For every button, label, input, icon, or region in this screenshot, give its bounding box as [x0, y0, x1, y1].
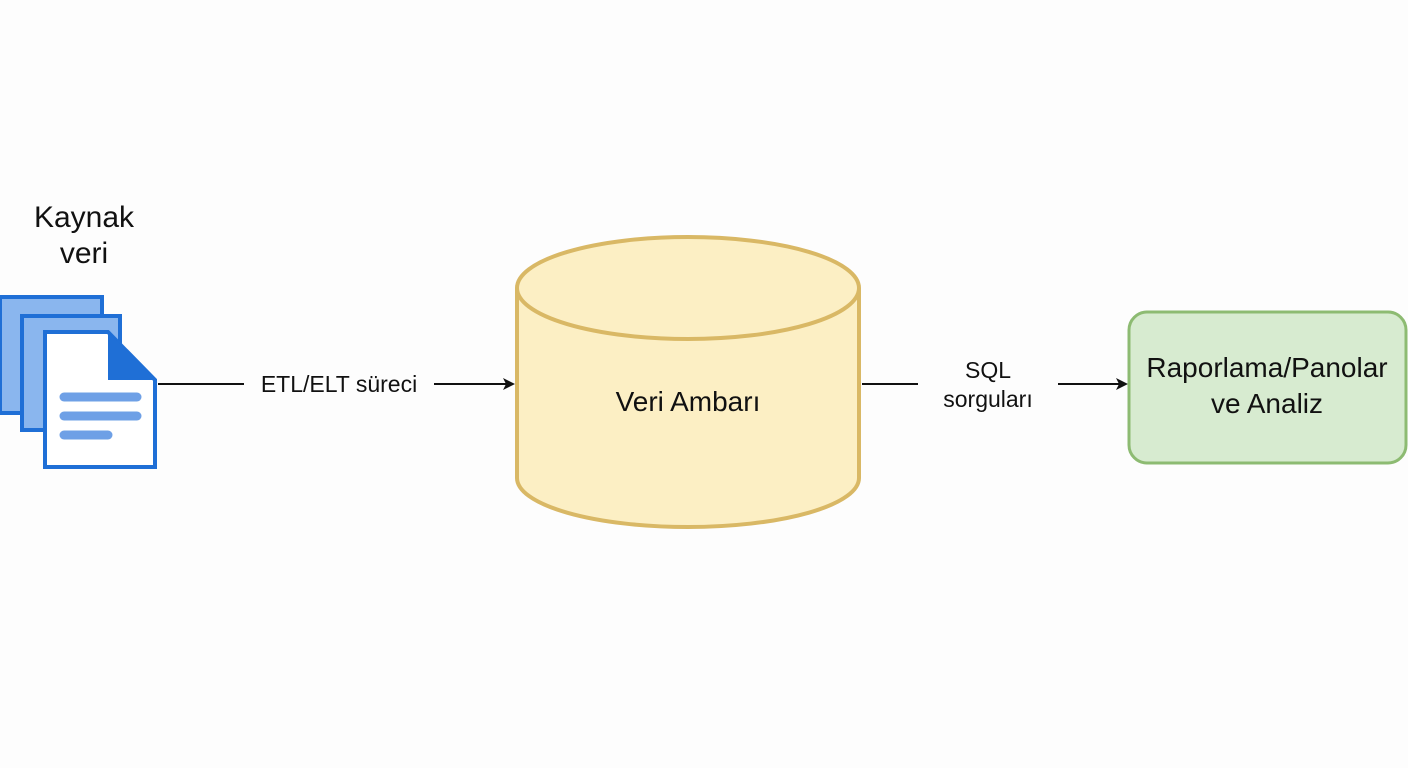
- reporting-label: Raporlama/Panolar ve Analiz: [1146, 352, 1388, 419]
- source-data-label: Kaynak veri: [33, 201, 135, 270]
- cylinder-top: [515, 235, 861, 341]
- sql-queries-label: SQL sorguları: [918, 356, 1058, 414]
- data-warehouse-label: Veri Ambarı: [615, 386, 761, 417]
- cylinder-body: [515, 288, 861, 529]
- document-corner-fold: [108, 332, 155, 380]
- reporting-box: [1127, 310, 1408, 465]
- document-stack-icon: [0, 295, 157, 469]
- etl-process-label: ETL/ELT süreci: [244, 371, 434, 399]
- database-cylinder-icon: [515, 235, 861, 529]
